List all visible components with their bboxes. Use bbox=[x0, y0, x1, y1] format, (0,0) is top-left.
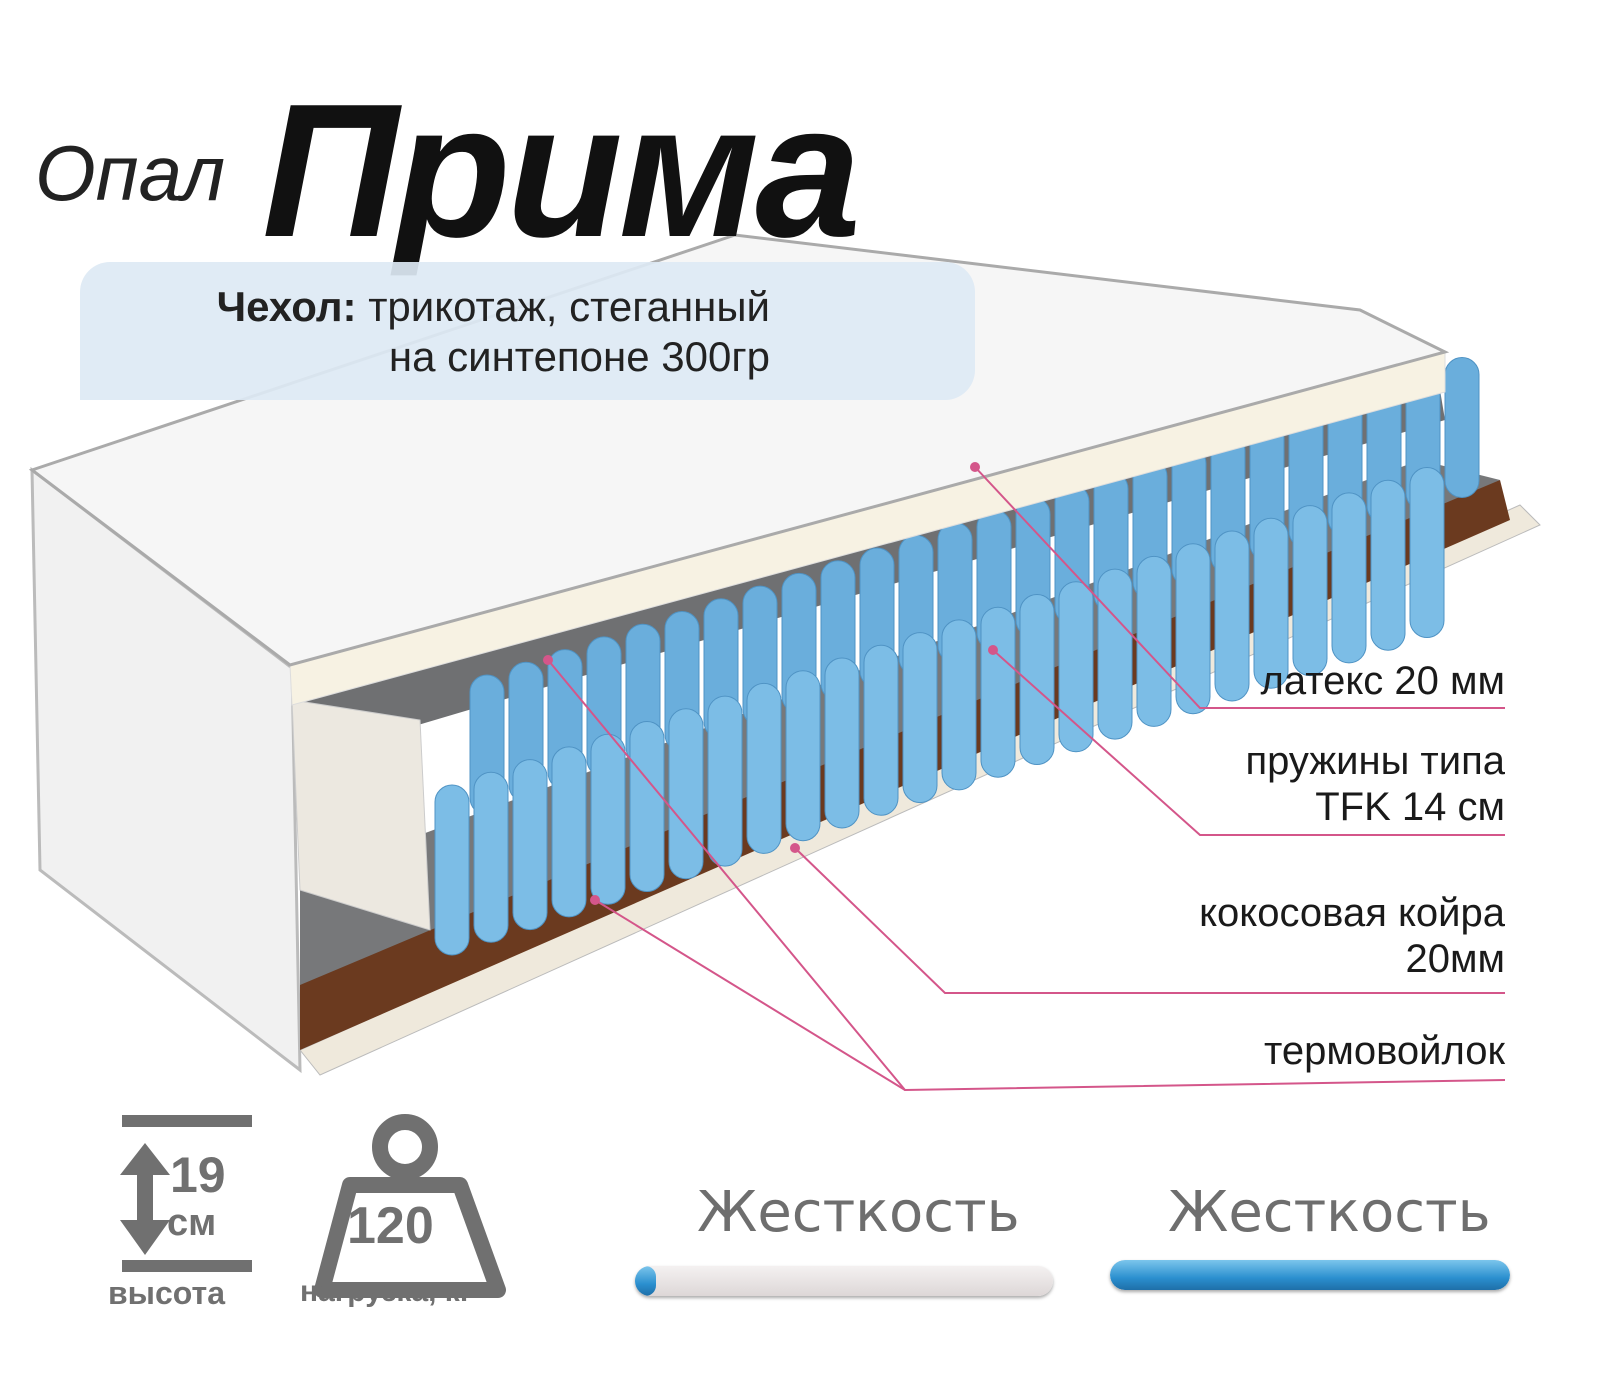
hardness-fill bbox=[635, 1266, 656, 1296]
model-name: Прима bbox=[262, 65, 861, 277]
cover-line2: на синтепоне 300гр bbox=[388, 333, 770, 380]
marker-dot bbox=[988, 645, 998, 655]
spring-coil bbox=[1019, 594, 1055, 765]
layer-text: пружины типа bbox=[1245, 739, 1505, 783]
hardness-fill bbox=[1110, 1260, 1510, 1290]
height-unit: см bbox=[167, 1202, 217, 1244]
weight-icon bbox=[314, 1114, 506, 1298]
layer-text: 20мм bbox=[1405, 937, 1506, 981]
spring-coil bbox=[629, 721, 665, 892]
layer-label-latex: латекс 20 мм bbox=[1261, 658, 1506, 704]
spring-coil bbox=[1136, 555, 1172, 727]
leader-felt-2 bbox=[594, 899, 906, 1091]
spring-coil bbox=[746, 682, 782, 854]
leader-springs bbox=[992, 649, 1505, 836]
hardness-label-side-b: Жесткость bbox=[1168, 1180, 1491, 1245]
marker-dot bbox=[590, 895, 600, 905]
hardness-bar-side-a bbox=[635, 1266, 1053, 1296]
height-value: 19 bbox=[170, 1147, 226, 1203]
spring-coil bbox=[1175, 543, 1211, 715]
spring-coil bbox=[1444, 357, 1480, 498]
leader-lines bbox=[547, 466, 1506, 1092]
spring-coil bbox=[824, 657, 860, 829]
layer-text: термовойлок bbox=[1263, 1029, 1505, 1073]
marker-dot bbox=[970, 462, 980, 472]
spring-coil bbox=[707, 695, 743, 867]
spring-coil bbox=[1097, 568, 1133, 740]
spring-coil bbox=[1370, 479, 1406, 651]
marker-dot bbox=[543, 655, 553, 665]
spring-coil bbox=[1214, 530, 1250, 702]
cover-description: Чехол: трикотаж, стеганный на синтепоне … bbox=[110, 282, 770, 382]
spring-coil bbox=[1331, 492, 1367, 664]
spring-coil bbox=[551, 746, 587, 918]
leader-latex bbox=[974, 466, 1505, 709]
cover-callout bbox=[80, 262, 975, 400]
springs-group bbox=[434, 357, 1480, 956]
spring-coil bbox=[1409, 467, 1445, 638]
brand-name: Опал bbox=[35, 129, 226, 217]
spring-coil bbox=[1253, 517, 1289, 689]
spring-coil bbox=[512, 759, 548, 931]
hardness-label-side-a: Жесткость bbox=[697, 1180, 1020, 1245]
spring-coil bbox=[785, 670, 821, 842]
spring-coil bbox=[980, 606, 1016, 778]
height-label: высота bbox=[108, 1275, 226, 1311]
spring-coil bbox=[1292, 505, 1328, 677]
spring-coil bbox=[434, 784, 470, 956]
hardness-bar-side-b bbox=[1110, 1260, 1510, 1290]
cover-label: Чехол: bbox=[216, 283, 357, 330]
spring-coil bbox=[941, 619, 977, 791]
spring-coil bbox=[1058, 581, 1094, 753]
spring-coil bbox=[863, 644, 899, 816]
cover-line1: трикотаж, стеганный bbox=[368, 283, 770, 330]
spring-coil bbox=[668, 708, 704, 880]
leader-coco bbox=[794, 847, 1505, 994]
foam-edge bbox=[291, 699, 431, 931]
spring-coil bbox=[902, 632, 938, 804]
layer-label-felt: термовойлок bbox=[1264, 1028, 1505, 1074]
layer-text: TFK 14 см bbox=[1315, 785, 1505, 829]
load-label: нагрузка, кг bbox=[300, 1275, 473, 1308]
marker-dot bbox=[790, 843, 800, 853]
layer-text: латекс 20 мм bbox=[1260, 659, 1506, 703]
layer-text: кокосовая койра bbox=[1199, 891, 1505, 935]
spring-coil bbox=[473, 771, 509, 943]
load-value: 120 bbox=[347, 1197, 434, 1255]
spring-coil bbox=[590, 733, 626, 905]
height-icon bbox=[120, 1115, 252, 1272]
